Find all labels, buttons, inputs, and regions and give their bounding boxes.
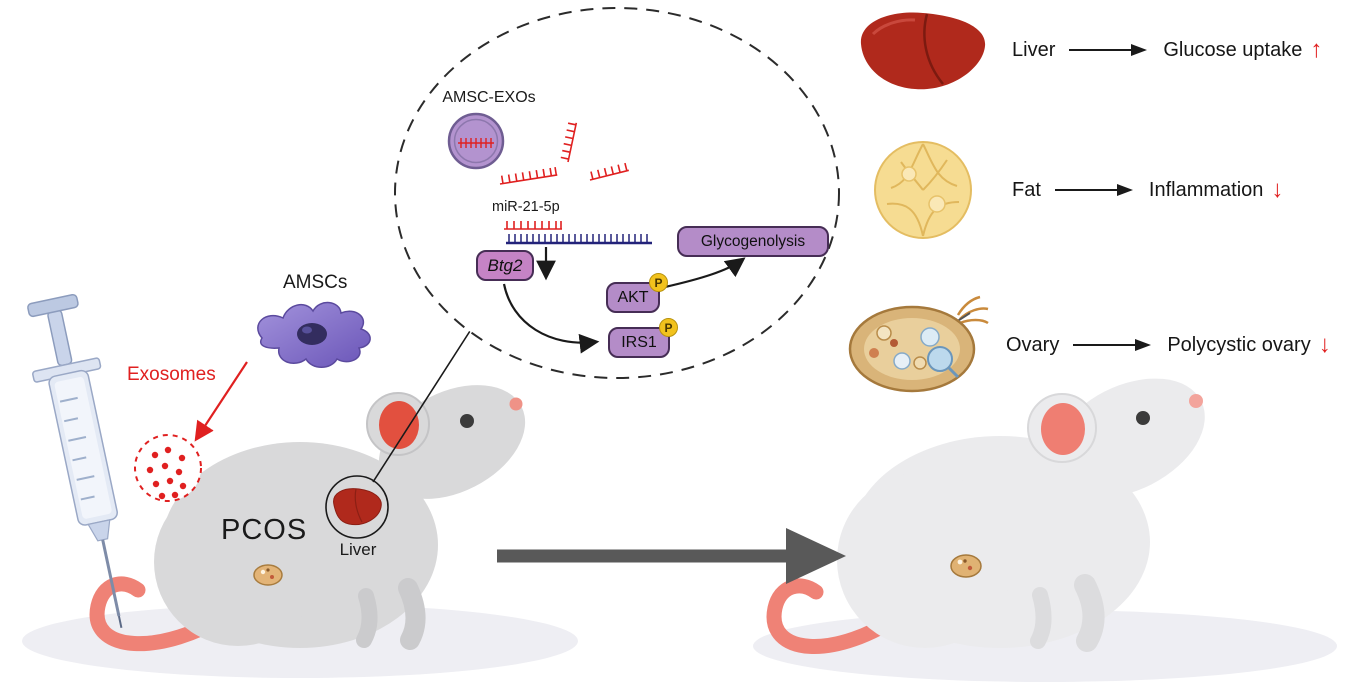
outcome-label: Polycystic ovary xyxy=(1167,333,1311,356)
fat-icon xyxy=(848,138,998,242)
akt-to-glycogenolysis-arrow xyxy=(664,257,746,289)
right-arrow-icon xyxy=(1073,336,1153,354)
treated-mouse-illustration xyxy=(766,378,1205,654)
akt-node: AKT xyxy=(606,282,660,313)
organ-label: Ovary xyxy=(1006,333,1060,356)
mouse-tail xyxy=(766,578,913,654)
mechanism-inset-circle xyxy=(394,7,840,379)
akt-phospho-badge: P xyxy=(649,273,668,292)
outcome-label: Inflammation xyxy=(1148,178,1264,201)
mouse-eye xyxy=(460,414,474,428)
outcome-row-ovary: Ovary Polycystic ovary ↓ xyxy=(842,292,1331,398)
down-arrow-glyph: ↓ xyxy=(1271,176,1284,203)
mirna-target-duplex xyxy=(504,221,652,245)
down-arrow-glyph: ↓ xyxy=(1318,331,1331,358)
liver-icon xyxy=(848,4,998,96)
mouse-tail xyxy=(89,576,240,652)
inset-pointer-line xyxy=(372,330,471,483)
cell-nucleus xyxy=(297,323,327,345)
mirna-strands xyxy=(499,122,630,185)
glycogenolysis-node: Glycogenolysis xyxy=(677,226,829,257)
exosome-icon xyxy=(447,112,505,170)
outcome-row-liver: Liver Glucose uptake ↑ xyxy=(848,2,1322,98)
right-arrow-icon xyxy=(1054,181,1135,199)
transition-arrow xyxy=(497,528,846,584)
small-ovary-icon xyxy=(950,554,982,578)
amscs-label: AMSCs xyxy=(283,272,348,293)
amsc-exos-label: AMSC-EXOs xyxy=(442,89,536,106)
mouse-liver-callout xyxy=(325,330,471,539)
exosome-release-arrow xyxy=(194,361,248,442)
exosomes-label: Exosomes xyxy=(127,364,216,385)
ovary-icon xyxy=(842,293,992,397)
organ-label: Liver xyxy=(1012,38,1056,61)
mouse-liver-label: Liver xyxy=(339,540,377,559)
up-arrow-glyph: ↑ xyxy=(1310,36,1323,63)
organ-label: Fat xyxy=(1012,178,1041,201)
mouse-nose xyxy=(1189,394,1203,408)
right-arrow-icon xyxy=(1069,41,1149,59)
pcos-label: PCOS xyxy=(221,514,308,546)
btg2-to-irs1-arrow xyxy=(502,283,600,354)
pcos-mouse-illustration xyxy=(89,385,526,652)
syringe-icon xyxy=(27,293,123,629)
mouse-liver-icon xyxy=(333,488,382,526)
amsc-cell-icon xyxy=(257,301,371,368)
exosome-dots-circle xyxy=(134,434,202,502)
small-ovary-icon xyxy=(253,564,283,586)
irs1-node: IRS1 xyxy=(608,327,670,358)
btg2-node: Btg2 xyxy=(476,250,534,281)
irs1-phospho-badge: P xyxy=(659,318,678,337)
outcome-label: Glucose uptake xyxy=(1163,38,1303,61)
mir-21-5p-label: miR-21-5p xyxy=(492,199,560,215)
liver-highlight-circle xyxy=(325,475,389,539)
mouse-eye xyxy=(1136,411,1150,425)
mouse-nose xyxy=(509,397,523,411)
outcome-row-fat: Fat Inflammation ↓ xyxy=(848,138,1283,242)
